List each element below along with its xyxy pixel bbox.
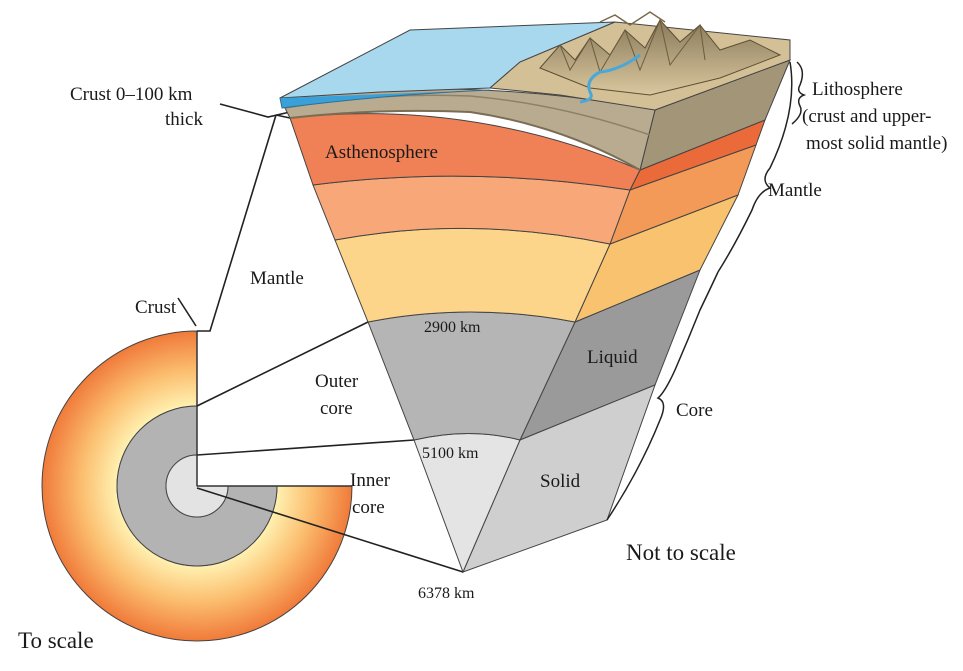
outer-core-label-1: Outer bbox=[315, 371, 359, 392]
lithosphere-label-1: Lithosphere bbox=[812, 79, 903, 100]
front-lower-mantle bbox=[334, 227, 611, 323]
not-to-scale-label: Not to scale bbox=[626, 540, 736, 565]
block-diagram bbox=[279, 11, 791, 574]
mantle-right-label: Mantle bbox=[768, 180, 822, 201]
mantle-left-label: Mantle bbox=[250, 268, 304, 289]
depth-2900-label: 2900 km bbox=[424, 319, 481, 336]
outer-core-label-2: core bbox=[320, 398, 353, 419]
lithosphere-label-2: (crust and upper- bbox=[802, 106, 931, 127]
core-brace bbox=[606, 271, 719, 521]
scale-inner-core bbox=[165, 454, 229, 518]
depth-5100-label: 5100 km bbox=[422, 445, 479, 462]
crust-thickness-label-1: Crust 0–100 km bbox=[70, 84, 193, 105]
lithosphere-label-3: most solid mantle) bbox=[806, 133, 947, 154]
crust-thickness-label-2: thick bbox=[165, 109, 203, 130]
braces bbox=[606, 61, 807, 521]
river bbox=[579, 53, 641, 104]
labels: Crust 0–100 km thick Lithosphere (crust … bbox=[18, 79, 947, 653]
liquid-label: Liquid bbox=[587, 347, 638, 368]
crust-label: Crust bbox=[135, 297, 177, 318]
asthenosphere-label: Asthenosphere bbox=[325, 142, 438, 163]
inner-core-label-2: core bbox=[352, 497, 385, 518]
depth-6378-label: 6378 km bbox=[418, 585, 475, 602]
connector-lines bbox=[177, 103, 464, 573]
mountain-range bbox=[539, 11, 782, 96]
to-scale-label: To scale bbox=[18, 628, 94, 653]
core-label: Core bbox=[676, 400, 713, 421]
mantle-brace bbox=[717, 61, 793, 273]
to-scale-cross-section bbox=[41, 330, 353, 642]
lithosphere-brace bbox=[791, 61, 807, 125]
solid-label: Solid bbox=[540, 471, 581, 492]
inner-core-label-1: Inner bbox=[350, 470, 391, 491]
